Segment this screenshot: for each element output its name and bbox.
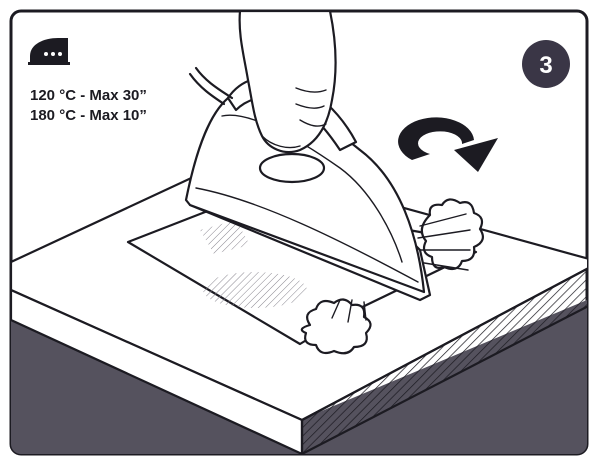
step-number: 3 <box>539 52 552 79</box>
temperature-line-2: 180 °C - Max 10” <box>30 107 147 124</box>
fabric-heat-patch-2 <box>203 272 307 308</box>
iron-dial <box>260 154 324 182</box>
temperature-line-1: 120 °C - Max 30” <box>30 87 147 104</box>
step-badge: 3 <box>522 40 570 88</box>
